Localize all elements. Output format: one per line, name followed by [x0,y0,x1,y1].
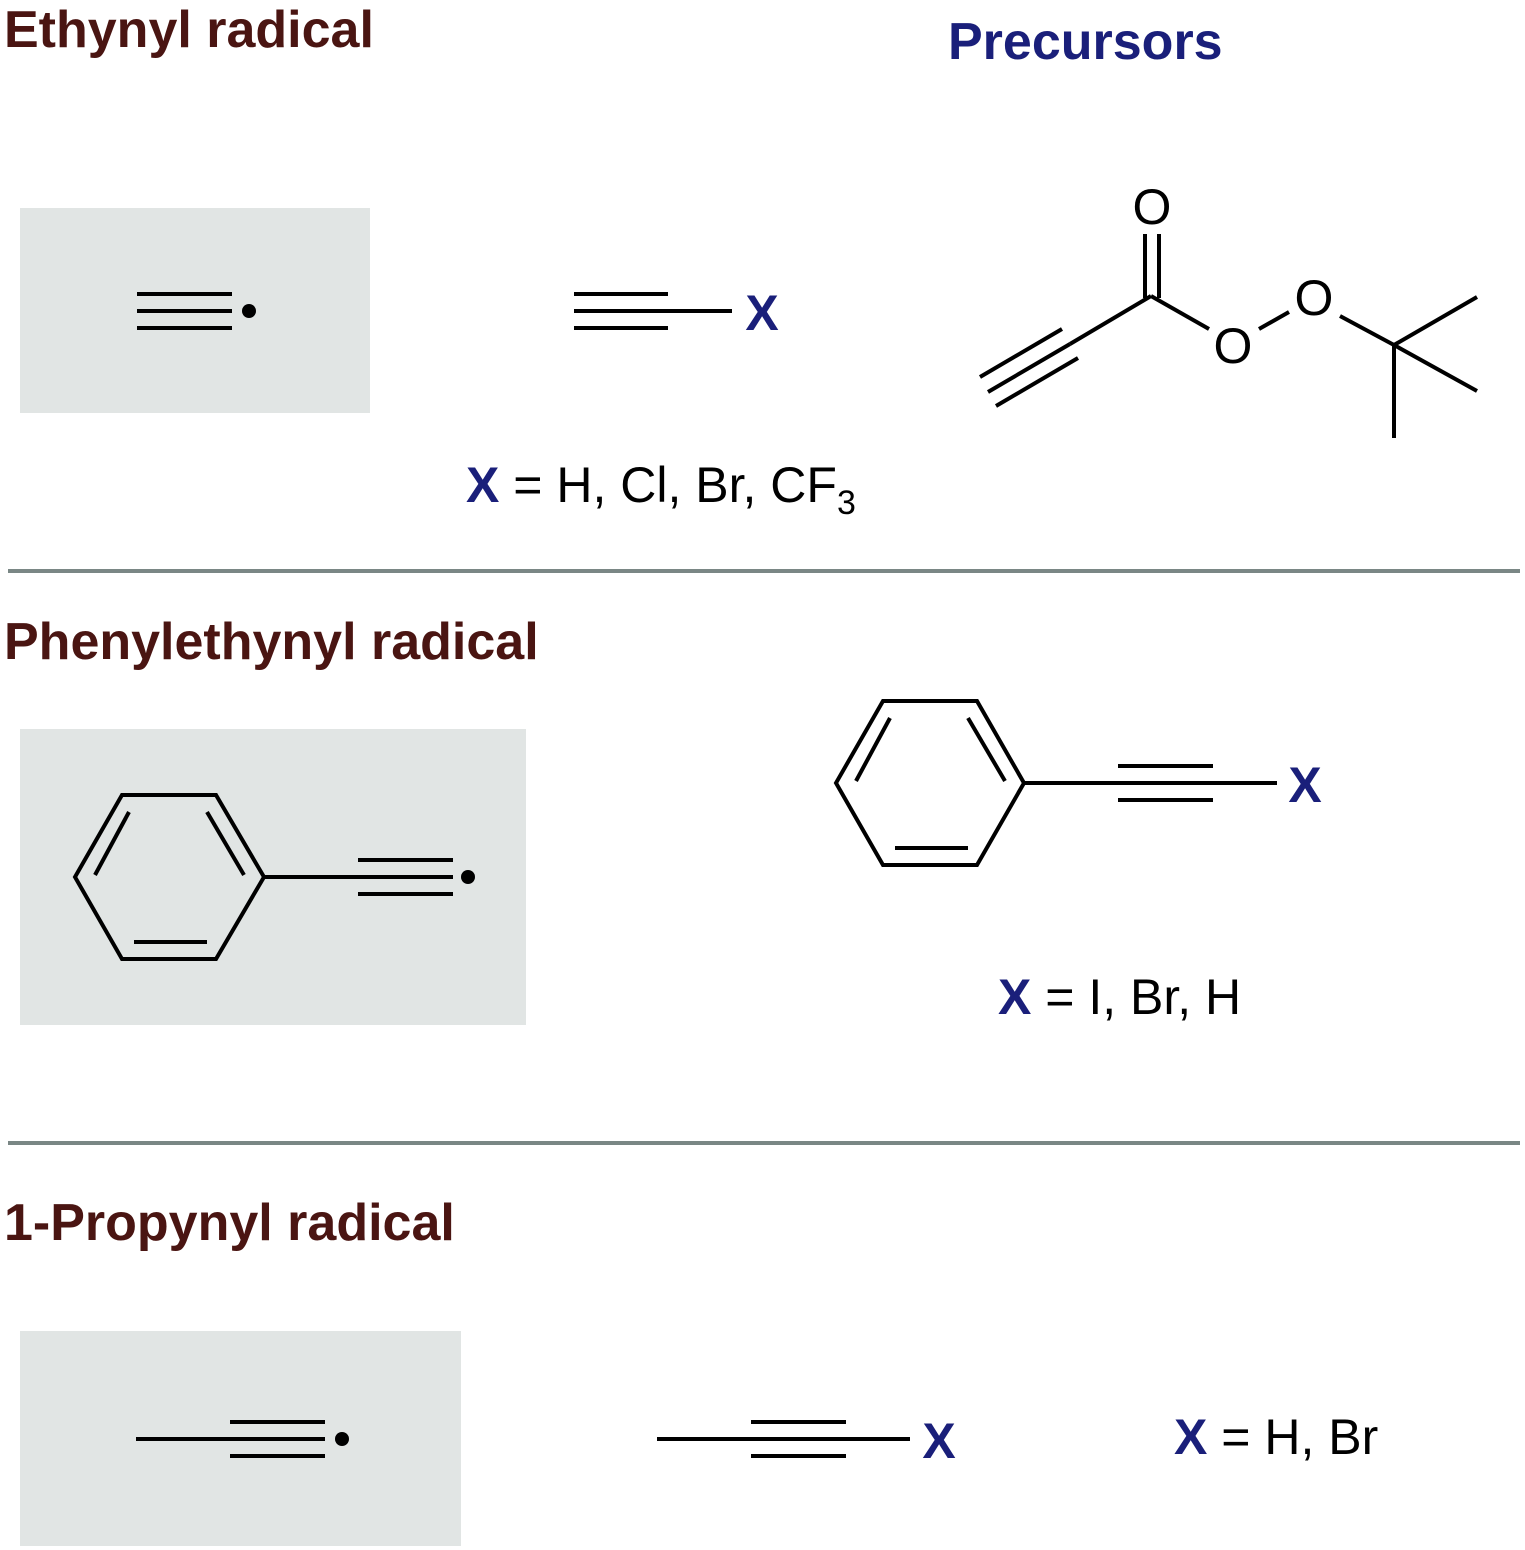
x-symbol: X [466,457,500,513]
ethynyl-x-precursor-structure [574,292,732,330]
cf3-subscript: 3 [836,484,856,522]
propynyl-radical-structure [136,1420,325,1458]
propynyl-section-title: 1-Propynyl radical [4,1194,455,1252]
carbonyl-oxygen-label: O [1133,179,1172,235]
ethynyl-radical-structure [137,292,232,330]
phenylethynyl-x-precursor-structure [833,699,1277,867]
phenylethynyl-x-definition: X = I, Br, H [998,972,1241,1022]
phenylethynyl-section-title: Phenylethynyl radical [4,613,539,671]
ethynyl-x-atom: X [745,285,778,341]
phenylethynyl-radical-structure [72,793,453,961]
phenylethynyl-x-values: = I, Br, H [1045,969,1242,1025]
radical-dot [242,304,256,318]
ester-oxygen-label: O [1214,318,1253,374]
ethynyl-x-definition: X = H, Cl, Br, CF3 [466,457,856,520]
radical-dot [335,1432,349,1446]
precursors-header: Precursors [948,13,1223,71]
section-divider-2 [8,1141,1520,1145]
peroxy-oxygen-label: O [1295,270,1334,326]
x-symbol: X [1174,1409,1208,1465]
perester-precursor-structure [978,234,1479,438]
propynyl-x-atom: X [922,1413,955,1469]
phenylethynyl-x-atom: X [1288,757,1321,813]
ethynyl-x-values: = H, Cl, Br, CF [513,457,837,513]
propynyl-x-precursor-structure [657,1420,910,1458]
ethynyl-section-title: Ethynyl radical [4,1,374,59]
section-divider-1 [8,569,1520,573]
propynyl-x-values: = H, Br [1221,1409,1379,1465]
x-symbol: X [998,969,1032,1025]
propynyl-x-definition: X = H, Br [1174,1412,1378,1462]
radical-dot [461,870,475,884]
